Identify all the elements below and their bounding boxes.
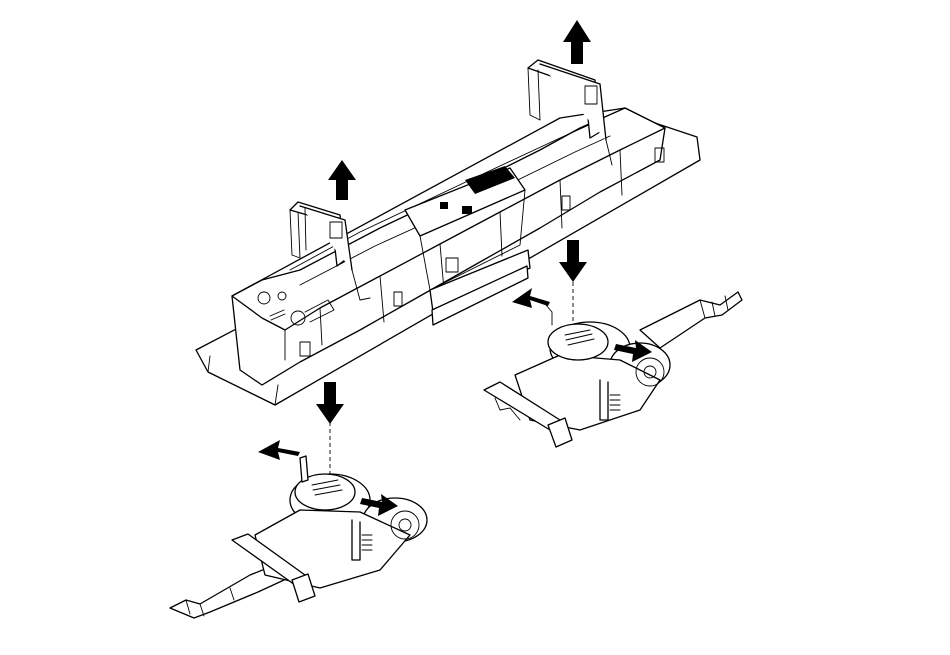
left-bogie [170, 456, 427, 618]
lift-up-arrow-front [563, 20, 591, 64]
lift-up-arrow-rear [328, 160, 356, 200]
right-bogie [484, 292, 742, 447]
lower-down-arrow-right-bogie [559, 240, 587, 282]
slide-left-arrow-right-bogie [512, 288, 550, 308]
lower-down-arrow-left-bogie [316, 382, 344, 424]
slide-left-arrow-left-bogie [258, 440, 300, 460]
